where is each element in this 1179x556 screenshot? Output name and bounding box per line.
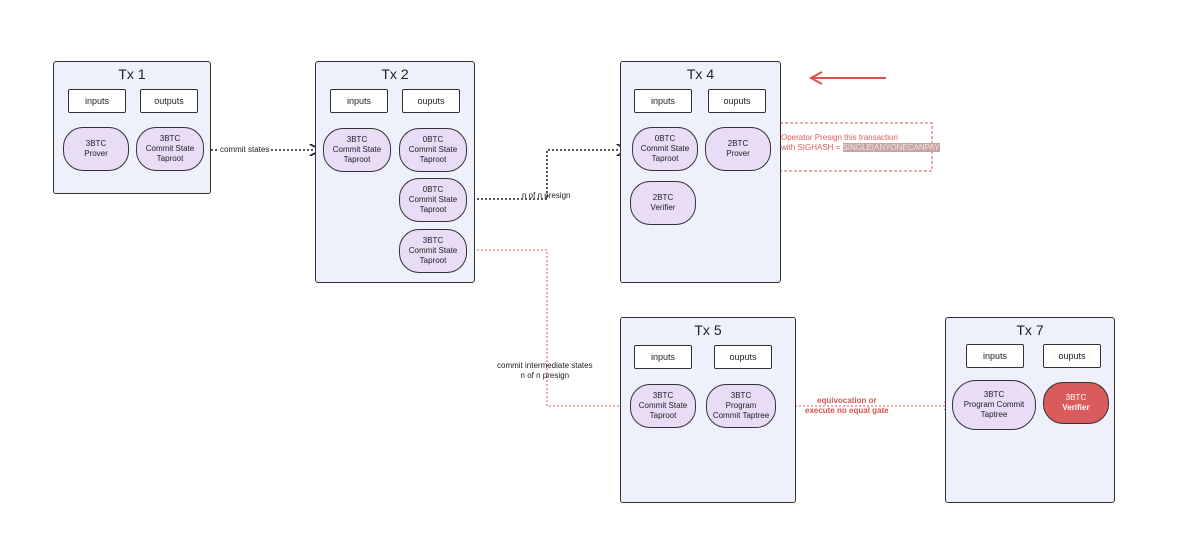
- tx5-title: Tx 5: [694, 322, 722, 338]
- tx1-title: Tx 1: [118, 66, 146, 82]
- tx4-box: Tx 4 inputs ouputs 0BTC Commit State Tap…: [620, 61, 781, 283]
- tx2-title: Tx 2: [381, 66, 409, 82]
- tx5-box: Tx 5 inputs ouputs 3BTC Commit State Tap…: [620, 317, 796, 503]
- tx2-output-3: 3BTC Commit State Taproot: [399, 229, 467, 273]
- tx2-inputs: inputs: [330, 89, 388, 113]
- tx7-verifier-label: Verifier: [1062, 403, 1090, 412]
- tx7-box: Tx 7 inputs ouputs 3BTC Program Commit T…: [945, 317, 1115, 503]
- tx2-output-2: 0BTC Commit State Taproot: [399, 178, 467, 222]
- tx5-input-commit-state: 3BTC Commit State Taproot: [630, 384, 696, 428]
- tx2-box: Tx 2 inputs ouputs 3BTC Commit State Tap…: [315, 61, 475, 283]
- tx2-outputs: ouputs: [402, 89, 460, 113]
- tx4-title: Tx 4: [686, 66, 715, 82]
- tx2-output-1: 0BTC Commit State Taproot: [399, 128, 467, 172]
- tx1-outputs: outputs: [140, 89, 198, 113]
- edge-n-of-n-presign: [465, 150, 627, 200]
- label-commit-states: commit states: [219, 145, 271, 154]
- tx5-outputs: ouputs: [714, 345, 772, 369]
- tx4-output-prover: 2BTC Prover: [705, 127, 771, 171]
- edge-commit-intermediate: [465, 249, 627, 406]
- tx7-input-program-commit: 3BTC Program Commit Taptree: [952, 380, 1036, 430]
- presign-note-line1: Operator Presign this transaction: [781, 133, 898, 142]
- tx4-inputs: inputs: [634, 89, 692, 113]
- tx7-inputs: inputs: [966, 344, 1024, 368]
- label-commit-intermediate: commit intermediate states n of n presig…: [497, 361, 593, 380]
- label-n-of-n-presign: n of n presign: [522, 191, 571, 200]
- tx1-input-prover: 3BTC Prover: [63, 127, 129, 171]
- tx1-inputs: inputs: [68, 89, 126, 113]
- tx5-output-program-commit: 3BTC Program Commit Taptree: [706, 384, 776, 428]
- tx5-inputs: inputs: [634, 345, 692, 369]
- tx7-output-verifier: 3BTC Verifier: [1043, 382, 1109, 424]
- tx7-outputs: ouputs: [1043, 344, 1101, 368]
- tx7-title: Tx 7: [1016, 322, 1044, 338]
- label-equivocation: equivocation or execute no equal gate: [805, 396, 889, 415]
- tx1-box: Tx 1 inputs outputs 3BTC Prover 3BTC Com…: [53, 61, 211, 194]
- tx1-output-commit-state: 3BTC Commit State Taproot: [136, 127, 204, 171]
- sighash-highlight: SINGLE|ANYONECANPAY: [842, 143, 940, 152]
- tx2-input-commit-state: 3BTC Commit State Taproot: [323, 128, 391, 172]
- presign-note-prefix: with SIGHASH =: [781, 143, 843, 152]
- tx4-output-verifier: 2BTC Verifier: [630, 181, 696, 225]
- tx4-input-commit-state: 0BTC Commit State Taproot: [632, 127, 698, 171]
- presign-note: Operator Presign this transaction with S…: [781, 133, 940, 153]
- tx7-verifier-amount: 3BTC: [1065, 393, 1087, 402]
- tx4-outputs: ouputs: [708, 89, 766, 113]
